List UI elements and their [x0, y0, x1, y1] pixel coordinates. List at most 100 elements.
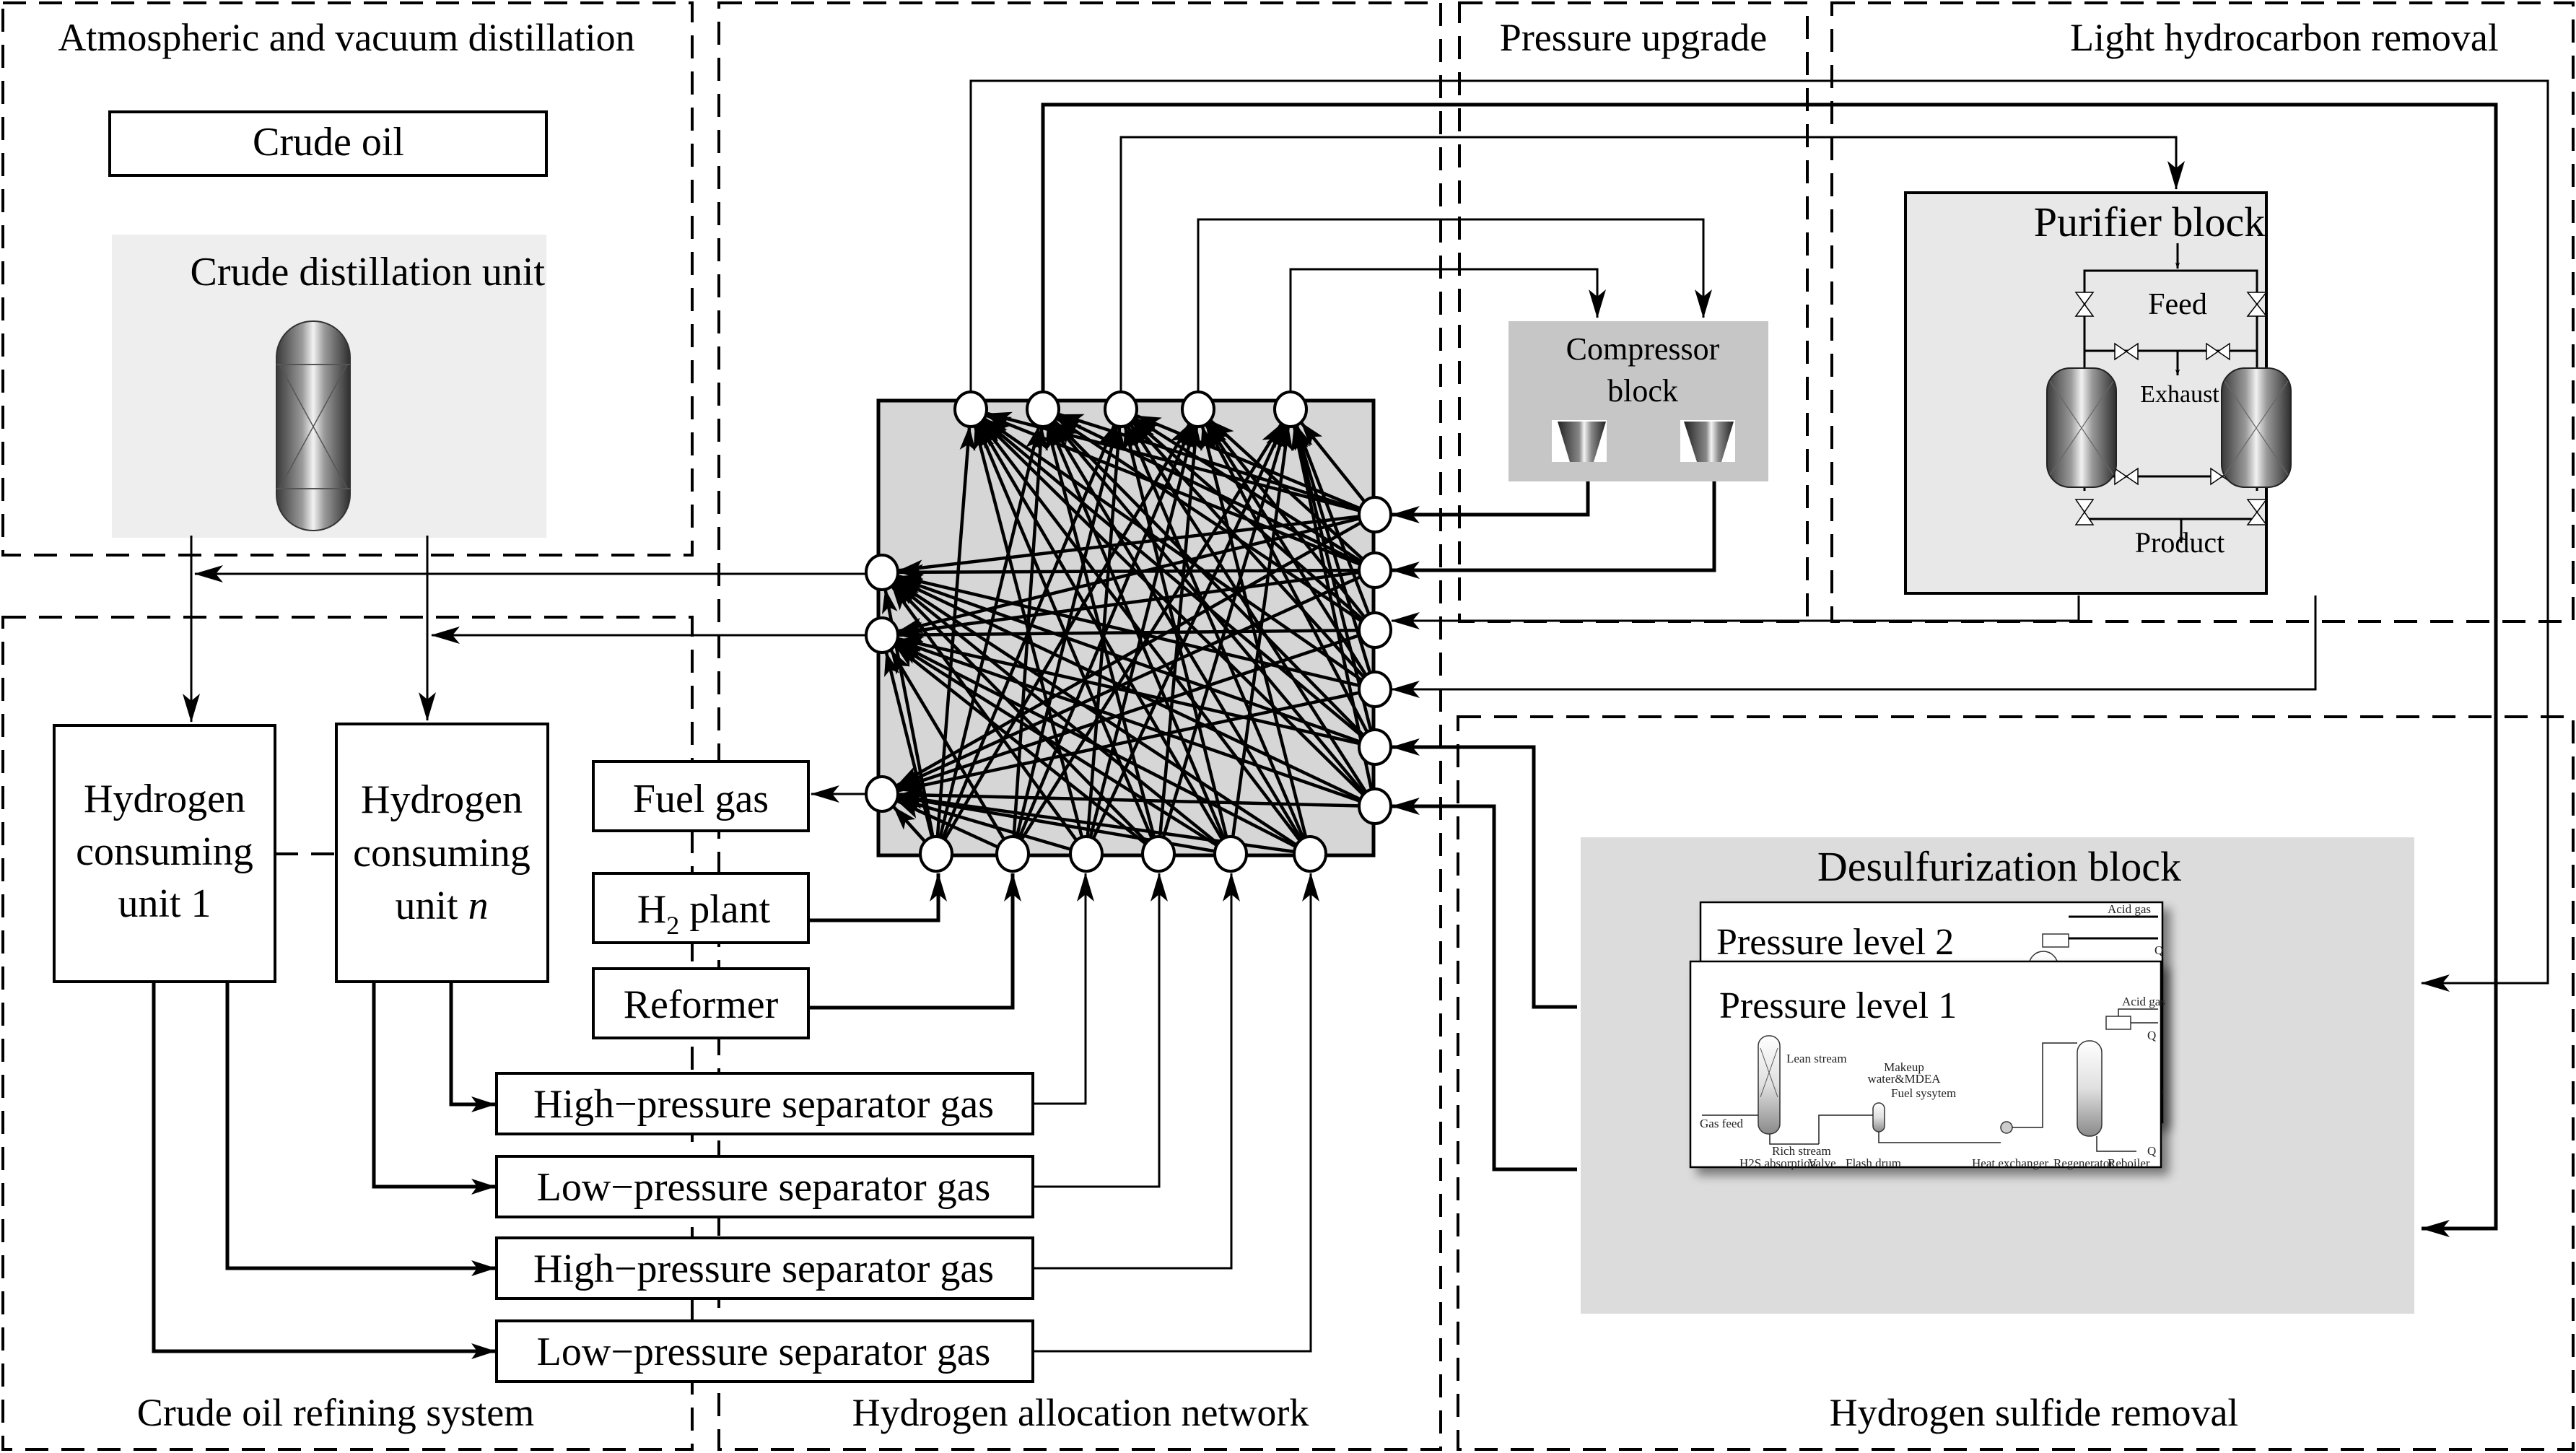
pipe-desulf-to-node-1 — [1391, 738, 1577, 1009]
pipe-compressor2-to-node — [1391, 479, 1716, 579]
reformer-box[interactable] — [592, 967, 810, 1039]
hp-separator-gas-label-1: High−pressure separator gas — [533, 1082, 994, 1127]
network-connection-line — [1210, 419, 1388, 582]
pipe-purifier-to-node-1 — [1391, 595, 2080, 629]
hcu1-line1: Hydrogen — [84, 777, 245, 821]
compressor-icon-1 — [1552, 420, 1607, 462]
network-connection-line — [1293, 425, 1381, 705]
svg-text:Q: Q — [2147, 1144, 2156, 1158]
label-h2s-removal: Hydrogen sulfide removal — [1830, 1391, 2239, 1434]
network-connection-line — [896, 578, 1390, 815]
network-connection-line — [1048, 424, 1239, 870]
network-top-node-5[interactable] — [1273, 390, 1308, 428]
network-connection-line — [1078, 424, 1285, 869]
network-connection-line — [898, 792, 1327, 858]
region-light-hydrocarbon — [1830, 1, 2575, 623]
network-nodes — [865, 390, 1392, 873]
network-left-node-1[interactable] — [865, 554, 899, 591]
hcun-line2: consuming — [353, 831, 531, 876]
network-connection-line — [896, 641, 1325, 863]
hp-separator-gas-box-2[interactable] — [495, 1236, 1034, 1300]
network-left-node-3[interactable] — [865, 775, 899, 813]
network-right-node-2[interactable] — [1358, 551, 1392, 589]
pipe-node-to-desulf-1 — [1041, 102, 2498, 1237]
network-right-node-3[interactable] — [1358, 611, 1392, 649]
cdu-label: Crude distillation unit — [190, 250, 545, 294]
pipe-hcu1-to-lpsg — [152, 982, 496, 1359]
network-connection-line — [1126, 424, 1318, 870]
pressure-level-1-schematic: Lean stream Makeup water&MDEA Fuel sysyt… — [1700, 995, 2165, 1170]
svg-text:Rich stream: Rich stream — [1772, 1144, 1831, 1158]
network-connection-line — [930, 425, 1042, 870]
fuel-gas-box[interactable] — [592, 760, 810, 832]
network-connection-line — [928, 424, 1116, 870]
purifier-exhaust-label: Exhaust — [2140, 381, 2219, 408]
network-bottom-node-5[interactable] — [1213, 835, 1248, 873]
network-left-node-2[interactable] — [865, 616, 899, 654]
network-right-node-5[interactable] — [1358, 728, 1392, 766]
network-top-node-1[interactable] — [953, 390, 988, 428]
compressor-label-2: block — [1607, 373, 1678, 409]
network-connection-line — [898, 793, 1247, 858]
network-right-node-4[interactable] — [1358, 671, 1392, 708]
network-connection-line — [1050, 423, 1320, 869]
lp-separator-gas-box-2[interactable] — [495, 1319, 1034, 1383]
network-top-node-2[interactable] — [1026, 390, 1060, 428]
network-connection-line — [898, 564, 1392, 580]
network-bottom-node-2[interactable] — [995, 835, 1030, 873]
pipe-lpsg1-to-node — [1033, 873, 1168, 1188]
network-connection-line — [896, 642, 1245, 864]
hydrogen-consuming-unit-n[interactable] — [335, 723, 549, 983]
network-connection-line — [894, 582, 1244, 865]
pipe-lpsg2-to-node — [1033, 873, 1319, 1353]
region-pressure-upgrade — [1458, 1, 1809, 623]
purifier-feed-label: Feed — [2148, 288, 2207, 321]
network-right-node-1[interactable] — [1358, 496, 1392, 533]
network-top-node-3[interactable] — [1104, 390, 1138, 428]
network-connection-line — [1208, 422, 1387, 644]
network-connection-line — [1054, 420, 1388, 760]
network-connection-line — [1129, 423, 1385, 821]
network-top-node-4[interactable] — [1181, 390, 1215, 428]
network-bottom-node-1[interactable] — [919, 835, 953, 873]
psa-unit-icon — [2046, 243, 2292, 544]
region-hydrogen-allocation — [717, 1, 1442, 1451]
svg-text:Q: Q — [2154, 943, 2163, 957]
network-connection-line — [933, 425, 976, 871]
hp-separator-gas-box-1[interactable] — [495, 1072, 1034, 1135]
network-connection-line — [982, 420, 1388, 819]
crude-oil-box[interactable] — [108, 110, 548, 177]
pressure-level-1-label: Pressure level 1 — [1719, 985, 1957, 1026]
network-connection-line — [1293, 425, 1381, 763]
network-connection-line — [1152, 425, 1288, 870]
network-connection-line — [1052, 421, 1387, 820]
svg-text:Heat exchanger: Heat exchanger — [1972, 1156, 2049, 1170]
svg-text:Q: Q — [2147, 1029, 2156, 1042]
desulfurization-title: Desulfurization block — [1817, 843, 2181, 890]
network-connection-line — [1200, 425, 1316, 870]
network-bottom-node-3[interactable] — [1069, 835, 1104, 873]
network-connection-line — [982, 419, 1389, 759]
pipe-node-to-compressor-1 — [1289, 268, 1606, 393]
region-atmospheric-distillation — [1, 1, 694, 557]
pipe-node-to-compressor-2 — [1197, 218, 1712, 393]
network-connection-line — [897, 576, 1391, 754]
h2-plant-box[interactable] — [592, 872, 810, 944]
network-connection-line — [898, 636, 1391, 753]
network-bottom-node-6[interactable] — [1293, 835, 1327, 873]
distillation-column-icon — [276, 320, 351, 531]
network-right-node-6[interactable] — [1358, 787, 1392, 825]
network-connection-line — [926, 423, 1191, 869]
compressor-label-1: Compressor — [1566, 331, 1720, 367]
network-connection-line — [1083, 425, 1126, 871]
network-connection-line — [1155, 425, 1202, 871]
network-connection-line — [889, 649, 1023, 869]
pipe-reformer-to-node — [808, 873, 1021, 1010]
pipe-hpsg2-to-node — [1033, 873, 1240, 1270]
purifier-product-label: Product — [2135, 526, 2224, 559]
label-atmospheric-distillation: Atmospheric and vacuum distillation — [58, 16, 634, 59]
svg-text:Lean stream: Lean stream — [1786, 1052, 1847, 1065]
pressure-level-2-label: Pressure level 2 — [1716, 922, 1954, 963]
network-connection-line — [898, 566, 1392, 638]
network-bottom-node-4[interactable] — [1141, 835, 1176, 873]
